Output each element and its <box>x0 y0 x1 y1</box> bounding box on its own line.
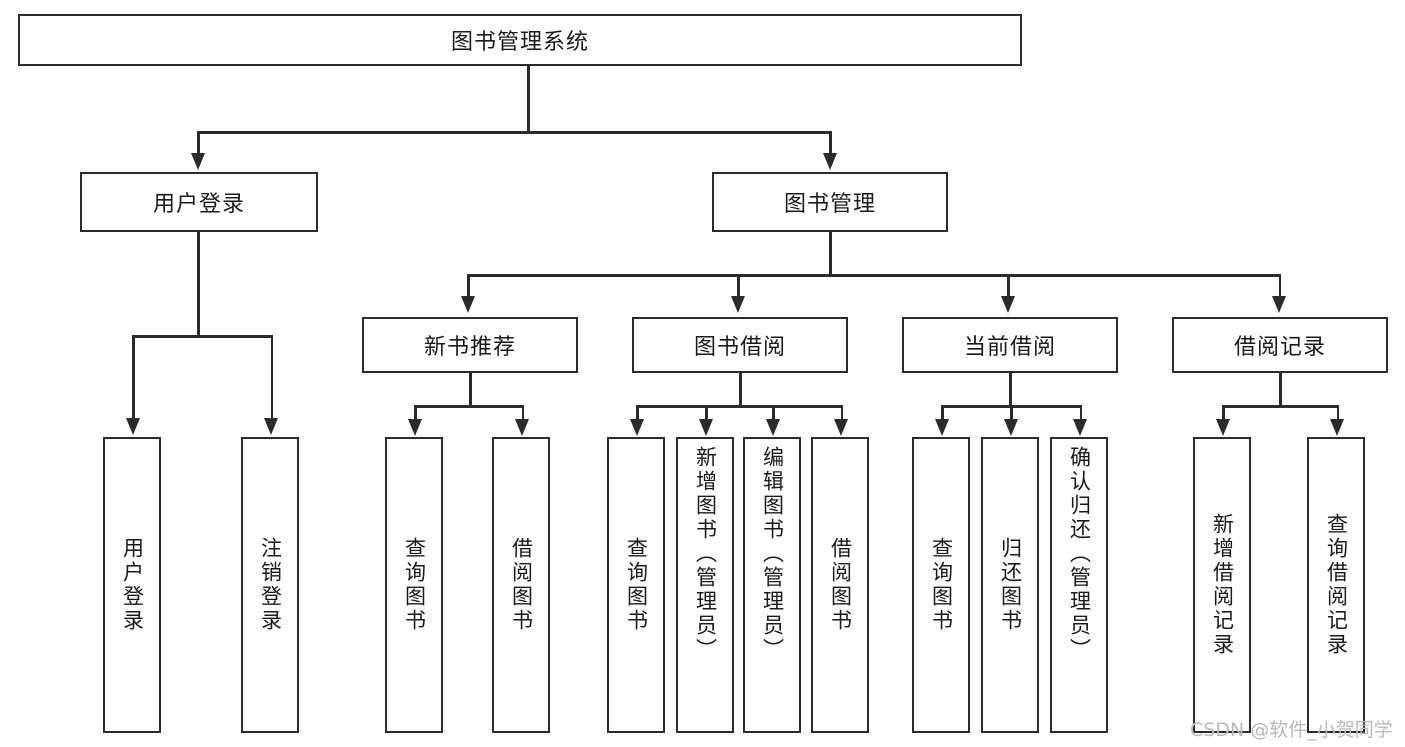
node-label: 新书推荐 <box>423 335 516 360</box>
leaf-label: 借阅图书 <box>509 537 534 633</box>
connector-bm-to-current-borrow <box>1007 274 1010 298</box>
leaf-user-login-user-login[interactable]: 用户登录 <box>103 437 161 733</box>
arrowhead-cb-to-leaf-2 <box>1003 419 1018 436</box>
connector-bm-to-book-borrow <box>737 274 740 298</box>
arrowhead-cb-to-leaf-3 <box>1073 419 1087 436</box>
connector-cb-to-leaf-3 <box>1079 405 1082 421</box>
arrowhead-root-to-book-management <box>822 153 837 170</box>
leaf-book-borrow-edit-book-admin[interactable]: 编辑图书（管理员） <box>743 437 801 733</box>
node-user-login[interactable]: 用户登录 <box>80 172 318 232</box>
node-current-borrow[interactable]: 当前借阅 <box>902 317 1118 373</box>
arrowhead-root-to-user-login <box>190 153 205 170</box>
leaf-book-borrow-add-book-admin[interactable]: 新增图书（管理员） <box>676 437 734 733</box>
node-book-management[interactable]: 图书管理 <box>712 172 948 232</box>
arrowhead-user-login-to-leaf-2 <box>264 418 278 435</box>
leaf-current-borrow-confirm-return-admin[interactable]: 确认归还（管理员） <box>1050 437 1108 733</box>
leaf-label: 查询图书 <box>624 537 649 633</box>
arrowhead-new-book-to-leaf-1 <box>407 419 422 436</box>
connector-book-management-bus <box>467 274 1281 277</box>
arrowhead-bb-to-leaf-4 <box>834 419 848 436</box>
leaf-current-borrow-query-book[interactable]: 查询图书 <box>912 437 970 733</box>
node-label: 借阅记录 <box>1233 335 1326 360</box>
connector-cb-to-leaf-2 <box>1010 405 1013 421</box>
arrowhead-bm-to-borrow-record <box>1272 296 1286 313</box>
connector-user-login-to-leaf-1 <box>132 335 135 420</box>
leaf-new-book-borrow-book[interactable]: 借阅图书 <box>492 437 550 733</box>
arrowhead-br-to-leaf-2 <box>1330 419 1344 436</box>
leaf-label: 编辑图书（管理员） <box>760 446 785 662</box>
connector-bm-to-borrow-record <box>1278 274 1281 298</box>
leaf-book-borrow-borrow-book[interactable]: 借阅图书 <box>811 437 869 733</box>
connector-root-to-book-management <box>829 131 832 156</box>
connector-root-to-user-login <box>197 131 200 156</box>
leaf-label: 归还图书 <box>998 537 1023 633</box>
connector-borrow-record-stem <box>1279 373 1282 407</box>
node-root-book-management-system[interactable]: 图书管理系统 <box>18 14 1022 66</box>
leaf-label: 注销登录 <box>258 537 283 633</box>
leaf-label: 查询图书 <box>402 537 427 633</box>
leaf-label: 确认归还（管理员） <box>1067 446 1092 662</box>
arrowhead-br-to-leaf-1 <box>1215 419 1230 436</box>
connector-new-book-to-leaf-2 <box>521 405 524 421</box>
leaf-label: 查询借阅记录 <box>1324 513 1349 657</box>
connector-br-to-leaf-2 <box>1336 405 1339 421</box>
leaf-current-borrow-return-book[interactable]: 归还图书 <box>981 437 1039 733</box>
connector-new-book-stem <box>469 373 472 407</box>
connector-book-borrow-stem <box>739 373 742 407</box>
arrowhead-bm-to-new-book <box>460 296 475 313</box>
connector-cb-to-leaf-1 <box>941 405 944 421</box>
connector-new-book-to-leaf-1 <box>414 405 417 421</box>
leaf-borrow-record-query-record[interactable]: 查询借阅记录 <box>1307 437 1365 733</box>
connector-bb-to-leaf-1 <box>636 405 639 421</box>
node-book-borrow[interactable]: 图书借阅 <box>632 317 848 373</box>
arrowhead-bb-to-leaf-2 <box>698 419 713 436</box>
arrowhead-bb-to-leaf-3 <box>765 419 780 436</box>
node-new-book-recommend[interactable]: 新书推荐 <box>362 317 578 373</box>
connector-bb-to-leaf-3 <box>772 405 775 421</box>
leaf-book-borrow-query-book[interactable]: 查询图书 <box>607 437 665 733</box>
node-label: 用户登录 <box>152 192 245 217</box>
connector-new-book-bus <box>414 405 524 408</box>
connector-current-borrow-stem <box>1009 373 1012 407</box>
connector-book-management-stem <box>829 232 832 276</box>
node-label: 图书管理 <box>783 192 876 217</box>
connector-borrow-record-bus <box>1222 405 1339 408</box>
connector-root-bus <box>197 131 830 134</box>
arrowhead-bb-to-leaf-1 <box>629 419 644 436</box>
connector-user-login-to-leaf-2 <box>270 335 273 420</box>
connector-bm-to-new-book <box>467 274 470 298</box>
arrowhead-bm-to-book-borrow <box>730 296 745 313</box>
arrowhead-bm-to-current-borrow <box>1000 296 1015 313</box>
leaf-label: 新增借阅记录 <box>1210 513 1235 657</box>
connector-bb-to-leaf-2 <box>705 405 708 421</box>
node-borrow-record[interactable]: 借阅记录 <box>1172 317 1388 373</box>
connector-book-borrow-bus <box>636 405 843 408</box>
connector-br-to-leaf-1 <box>1222 405 1225 421</box>
arrowhead-new-book-to-leaf-2 <box>515 419 529 436</box>
leaf-user-login-logout[interactable]: 注销登录 <box>241 437 299 733</box>
leaf-label: 借阅图书 <box>828 537 853 633</box>
leaf-label: 查询图书 <box>929 537 954 633</box>
connector-user-login-stem <box>197 232 200 337</box>
connector-user-login-bus <box>132 335 273 338</box>
connector-bb-to-leaf-4 <box>840 405 843 421</box>
connector-root-stem <box>527 66 530 133</box>
leaf-label: 新增图书（管理员） <box>693 446 718 662</box>
node-label: 图书借阅 <box>693 335 786 360</box>
node-label: 当前借阅 <box>963 335 1056 360</box>
leaf-new-book-query-book[interactable]: 查询图书 <box>385 437 443 733</box>
arrowhead-cb-to-leaf-1 <box>934 419 949 436</box>
arrowhead-user-login-to-leaf-1 <box>125 418 140 435</box>
node-label: 图书管理系统 <box>450 30 589 55</box>
leaf-label: 用户登录 <box>120 537 145 633</box>
leaf-borrow-record-add-record[interactable]: 新增借阅记录 <box>1193 437 1251 733</box>
